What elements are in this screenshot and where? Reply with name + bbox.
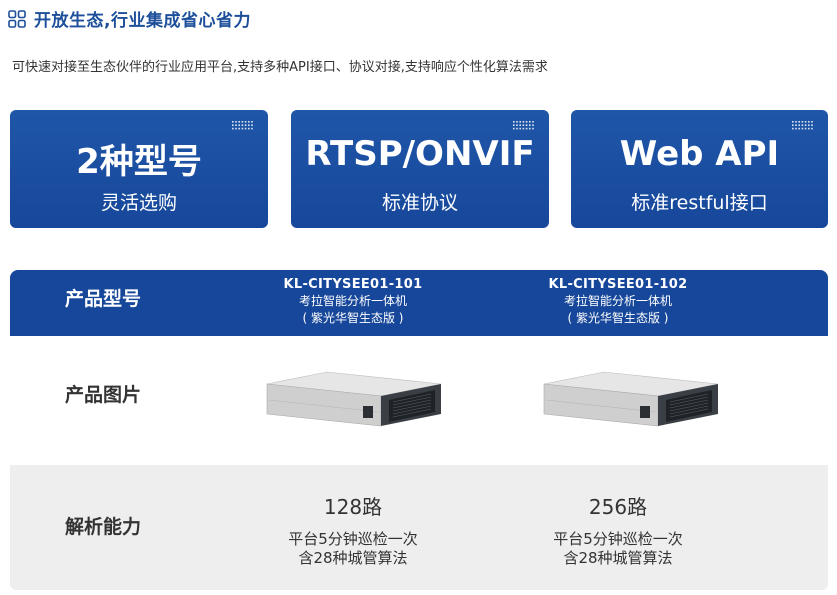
feature-card-title: RTSP/ONVIF <box>305 134 535 174</box>
feature-cards: 2种型号 灵活选购 RTSP/ONVIF 标准协议 Web API 标准rest… <box>10 110 828 228</box>
feature-card-models: 2种型号 灵活选购 <box>10 110 268 228</box>
feature-card-protocol: RTSP/ONVIF 标准协议 <box>291 110 549 228</box>
grid-icon <box>8 9 26 28</box>
row-label-capability: 解析能力 <box>65 516 142 538</box>
header-label-model: 产品型号 <box>65 288 142 310</box>
dots-pattern-icon <box>232 121 253 130</box>
model-edition: ( 紫光华智生态版 ) <box>302 311 404 325</box>
channel-count: 256路 <box>588 495 648 519</box>
capability-desc: 含28种城管算法 <box>563 549 673 567</box>
model-name: 考拉智能分析一体机 <box>298 294 407 308</box>
model-code: KL-CITYSEE01-102 <box>548 277 688 292</box>
feature-card-title: 2种型号 <box>76 142 202 182</box>
intro-text: 可快速对接至生态伙伴的行业应用平台,支持多种API接口、协议对接,支持响应个性化… <box>12 60 548 75</box>
capability-cell-1: 128路 平台5分钟巡检一次 含28种城管算法 <box>228 491 478 568</box>
feature-card-subtitle: 灵活选购 <box>100 192 177 214</box>
feature-card-title: Web API <box>619 134 780 174</box>
page-title: 开放生态,行业集成省心省力 <box>34 11 251 31</box>
table-row-image: 产品图片 <box>10 336 828 466</box>
capability-desc: 含28种城管算法 <box>298 549 408 567</box>
capability-desc: 平台5分钟巡检一次 <box>288 530 418 548</box>
model-column-2: KL-CITYSEE01-102 考拉智能分析一体机 ( 紫光华智生态版 ) <box>493 276 743 327</box>
feature-card-subtitle: 标准restful接口 <box>631 192 768 214</box>
dots-pattern-icon <box>792 121 813 130</box>
feature-card-subtitle: 标准协议 <box>381 192 458 214</box>
model-edition: ( 紫光华智生态版 ) <box>567 311 669 325</box>
model-code: KL-CITYSEE01-101 <box>283 277 423 292</box>
capability-cell-2: 256路 平台5分钟巡检一次 含28种城管算法 <box>493 491 743 568</box>
model-name: 考拉智能分析一体机 <box>563 294 672 308</box>
model-column-1: KL-CITYSEE01-101 考拉智能分析一体机 ( 紫光华智生态版 ) <box>228 276 478 327</box>
section-header: 开放生态,行业集成省心省力 <box>8 6 251 31</box>
capability-desc: 平台5分钟巡检一次 <box>553 530 683 548</box>
dots-pattern-icon <box>513 121 534 130</box>
row-label-image: 产品图片 <box>65 384 142 406</box>
server-image <box>543 371 719 427</box>
server-image <box>266 371 442 427</box>
channel-count: 128路 <box>323 495 383 519</box>
feature-card-api: Web API 标准restful接口 <box>571 110 828 228</box>
table-row-capability: 解析能力 128路 平台5分钟巡检一次 含28种城管算法 256路 平台5分钟巡… <box>10 465 828 590</box>
table-header: 产品型号 KL-CITYSEE01-101 考拉智能分析一体机 ( 紫光华智生态… <box>10 270 828 336</box>
